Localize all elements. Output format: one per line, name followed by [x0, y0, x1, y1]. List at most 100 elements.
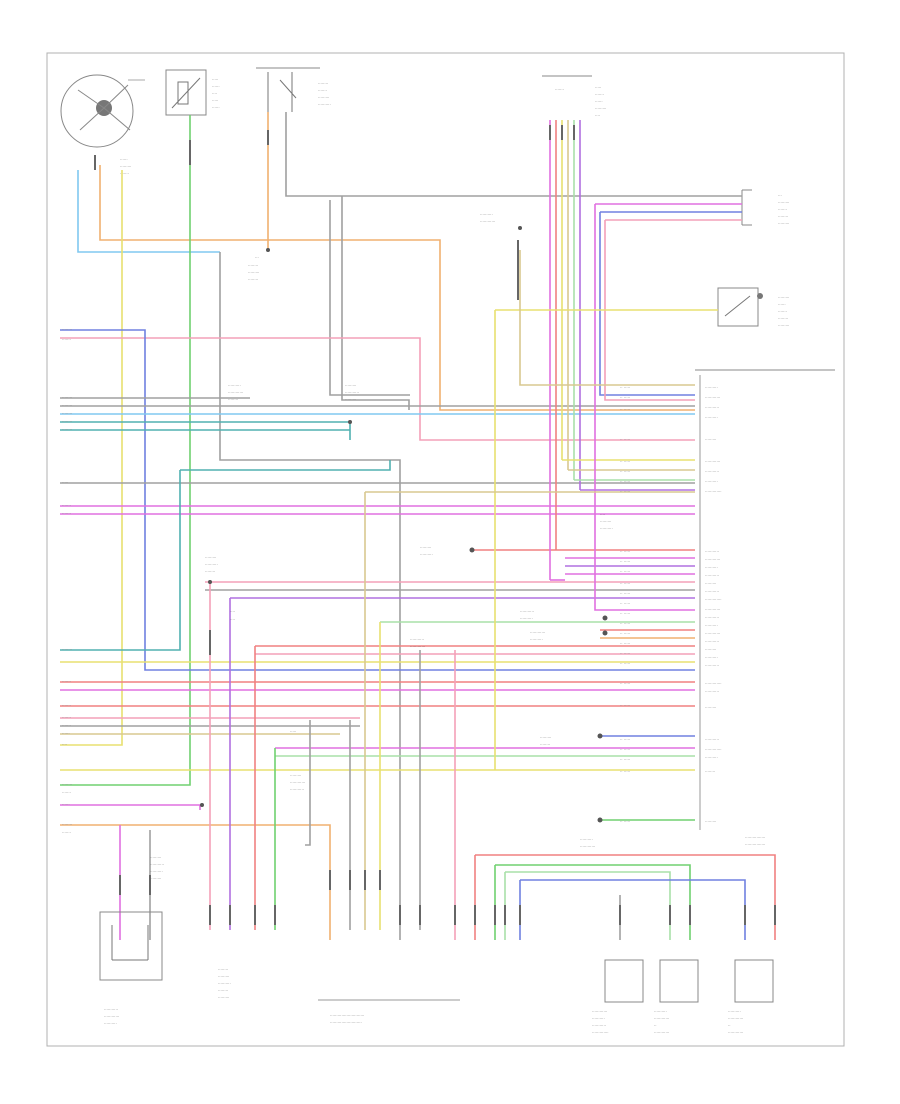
- svg-text:........: ........: [62, 426, 72, 431]
- svg-text:.. .....: .. .....: [620, 600, 630, 605]
- svg-text:.. .....: .. .....: [620, 702, 630, 707]
- svg-text:.........: .........: [705, 818, 716, 823]
- svg-text:.......: .......: [595, 91, 604, 96]
- svg-text:.........: .........: [778, 322, 789, 327]
- svg-text:....: ....: [230, 616, 235, 621]
- svg-text:..........: ..........: [480, 211, 493, 216]
- svg-text:.........: .........: [705, 436, 716, 441]
- svg-text:.........: .........: [318, 94, 329, 99]
- wires: [60, 112, 776, 940]
- svg-text:.. .....: .. .....: [620, 436, 630, 441]
- wire-tags: .. ..... .. ..... .. ..... .. ..... .. .…: [62, 211, 630, 880]
- svg-text:..........: ..........: [104, 1020, 117, 1025]
- svg-text:.............: .............: [705, 488, 722, 493]
- svg-text:.........: .........: [345, 382, 356, 387]
- splice-dots: [200, 226, 608, 823]
- svg-text:....: ....: [595, 112, 600, 117]
- svg-text:............: ............: [705, 630, 720, 635]
- svg-text:............: ............: [480, 218, 495, 223]
- svg-text:.. .....: .. .....: [620, 610, 630, 615]
- svg-text:.........: .........: [705, 704, 716, 709]
- svg-text:............: ............: [530, 629, 545, 634]
- svg-text:.. .....: .. .....: [620, 768, 630, 773]
- svg-text:...........: ...........: [592, 1022, 606, 1027]
- svg-text:........: ........: [218, 987, 228, 992]
- svg-text:...........................: ...........................: [330, 1012, 364, 1017]
- svg-text:........: ........: [62, 821, 72, 826]
- svg-text:..........: ..........: [580, 836, 593, 841]
- switch-component: ........ ....... ......... ..........: [256, 67, 331, 112]
- svg-text:...........: ...........: [705, 638, 719, 643]
- svg-text:.. .....: .. .....: [620, 590, 630, 595]
- svg-text:..........: ..........: [705, 414, 718, 419]
- svg-text:............: ............: [705, 606, 720, 611]
- svg-text:........: ........: [62, 646, 72, 651]
- svg-text:..........: ..........: [705, 654, 718, 659]
- svg-text:.........: .........: [778, 220, 789, 225]
- svg-text:.......: .......: [62, 502, 71, 507]
- svg-text:.. .....: .. .....: [620, 580, 630, 585]
- terminal-ticks: [94, 125, 776, 925]
- svg-text:.........: .........: [705, 646, 716, 651]
- svg-text:.....: .....: [290, 728, 296, 733]
- svg-text:............: ............: [104, 1013, 119, 1018]
- svg-text:..........: ..........: [705, 754, 718, 759]
- svg-text:..........: ..........: [705, 622, 718, 627]
- svg-text:...........: ...........: [150, 861, 164, 866]
- svg-text:.. .....: .. .....: [620, 680, 630, 685]
- svg-text:.........: .........: [218, 994, 229, 999]
- svg-text:.. .....: .. .....: [620, 568, 630, 573]
- svg-text:.. .....: .. .....: [620, 756, 630, 761]
- svg-text:............: ............: [728, 1015, 743, 1020]
- svg-text:........: ........: [318, 80, 328, 85]
- svg-text:............: ............: [728, 1029, 743, 1034]
- svg-text:........: ........: [205, 568, 215, 573]
- svg-text:.........: .........: [248, 269, 259, 274]
- svg-text:...........: ...........: [705, 736, 719, 741]
- svg-text:............: ............: [654, 1029, 669, 1034]
- svg-text:...: ...: [255, 254, 259, 259]
- svg-text:.. .....: .. .....: [620, 620, 630, 625]
- svg-text:.. .....: .. .....: [620, 736, 630, 741]
- svg-text:...........: ...........: [705, 588, 719, 593]
- right-sensor-component: ......... ...... ....... ........ ......…: [717, 287, 789, 327]
- svg-text:........: ........: [248, 276, 258, 281]
- bottom-module-1: ............ .......... ........... ....…: [592, 959, 644, 1034]
- svg-text:....: ....: [600, 511, 605, 516]
- svg-text:...........: ...........: [345, 389, 359, 394]
- svg-text:...........: ...........: [290, 786, 304, 791]
- svg-text:...........: ...........: [705, 572, 719, 577]
- svg-text:........: ........: [218, 966, 228, 971]
- svg-text:.. .....: .. .....: [620, 818, 630, 823]
- svg-text:...........: ...........: [705, 468, 719, 473]
- svg-text:.......: .......: [318, 87, 327, 92]
- svg-text:...........: ...........: [705, 548, 719, 553]
- svg-text:............: ............: [290, 779, 305, 784]
- svg-text:.......: .......: [120, 170, 129, 175]
- svg-text:...: ...: [778, 192, 782, 197]
- distributor-component: ...... ......... .......: [60, 74, 145, 175]
- svg-text:............: ............: [705, 394, 720, 399]
- module-connector: .......... ............ ........... ....…: [695, 369, 835, 846]
- svg-text:............: ............: [592, 1008, 607, 1013]
- svg-text:.. .....: .. .....: [620, 394, 630, 399]
- svg-text:............: ............: [654, 1015, 669, 1020]
- svg-text:........: ........: [778, 213, 788, 218]
- svg-text:........: ........: [62, 410, 72, 415]
- svg-text:...........: ...........: [705, 404, 719, 409]
- svg-text:.........: .........: [540, 734, 551, 739]
- svg-text:........: ........: [228, 396, 238, 401]
- svg-text:........: ........: [62, 402, 72, 407]
- svg-text:.. .....: .. .....: [620, 746, 630, 751]
- svg-text:.......: .......: [62, 678, 71, 683]
- svg-text:.. .....: .. .....: [620, 558, 630, 563]
- svg-text:....: ....: [230, 608, 235, 613]
- svg-text:.. .....: .. .....: [620, 640, 630, 645]
- svg-text:.........: .........: [150, 854, 161, 859]
- relay-component: ..... ...... .... ..... ......: [165, 69, 220, 116]
- svg-text:.. .....: .. .....: [620, 548, 630, 553]
- svg-text:.........: .........: [218, 973, 229, 978]
- svg-text:..........: ..........: [205, 561, 218, 566]
